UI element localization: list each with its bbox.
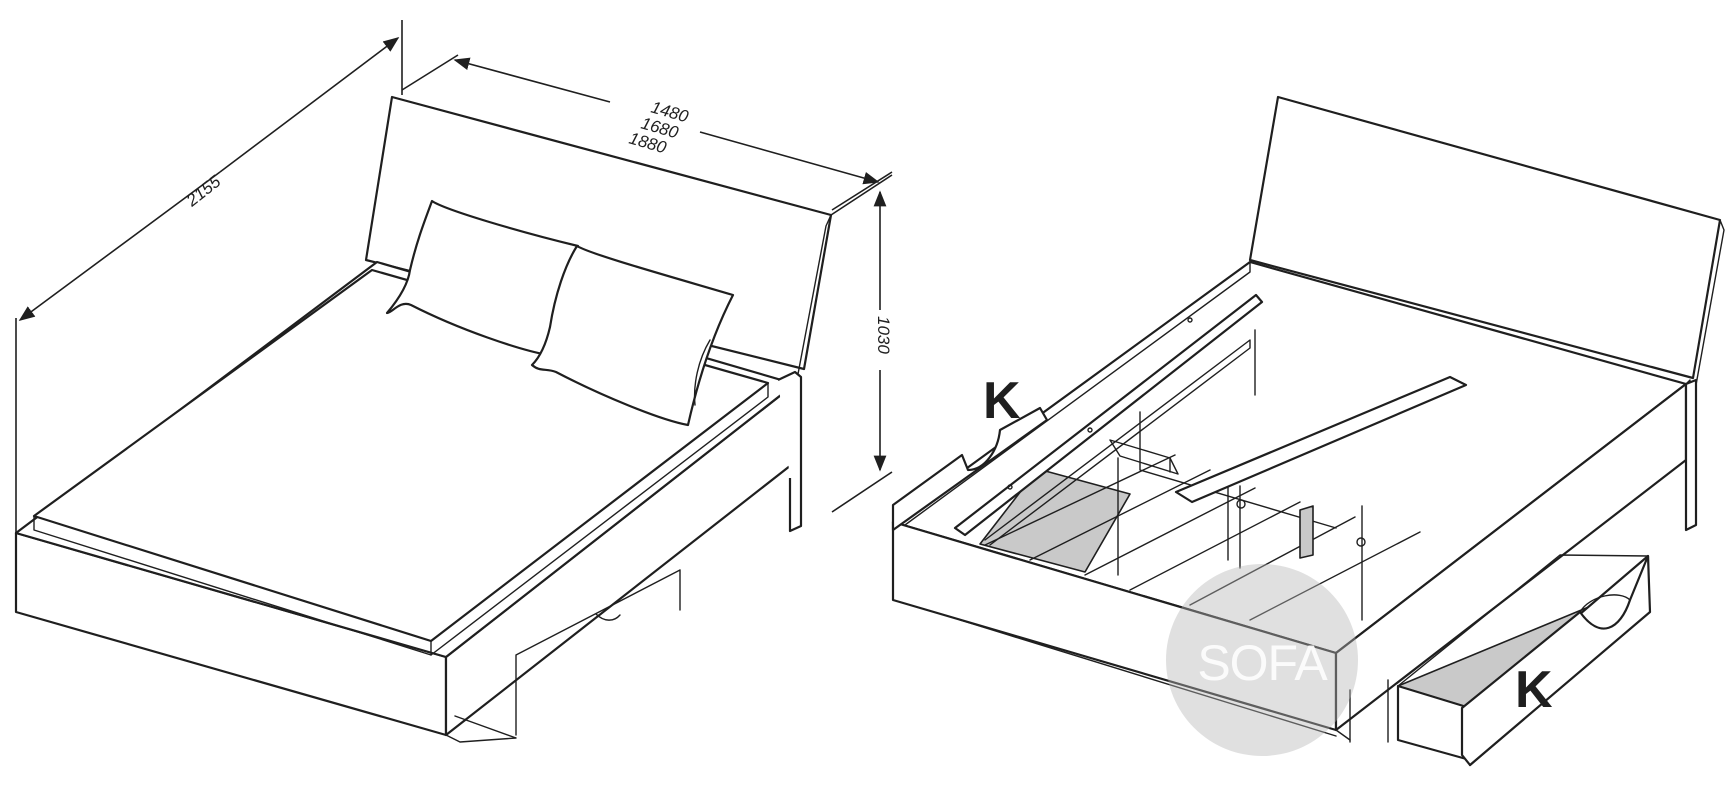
pillow-left <box>385 199 580 357</box>
height-label: 1030 <box>874 316 893 354</box>
watermark-text: SOFA <box>1197 635 1328 691</box>
dimension-width: 1480 1680 1880 <box>401 54 893 216</box>
drawer-right <box>1396 554 1652 767</box>
headboard-right <box>1248 95 1725 386</box>
frame-interior <box>891 260 1688 655</box>
frame-outer <box>891 261 1698 743</box>
pillow-right <box>530 244 735 427</box>
open-frame-view: K K SOFA <box>891 95 1725 767</box>
assembled-bed-view: 2155 1480 1680 1880 1030 <box>14 20 893 743</box>
drawer-label-left: K <box>983 372 1021 430</box>
length-label: 2155 <box>182 172 225 211</box>
sofa-watermark: SOFA <box>1166 564 1358 756</box>
dimension-height: 1030 <box>831 171 893 513</box>
drawer-label-right: K <box>1515 661 1553 719</box>
